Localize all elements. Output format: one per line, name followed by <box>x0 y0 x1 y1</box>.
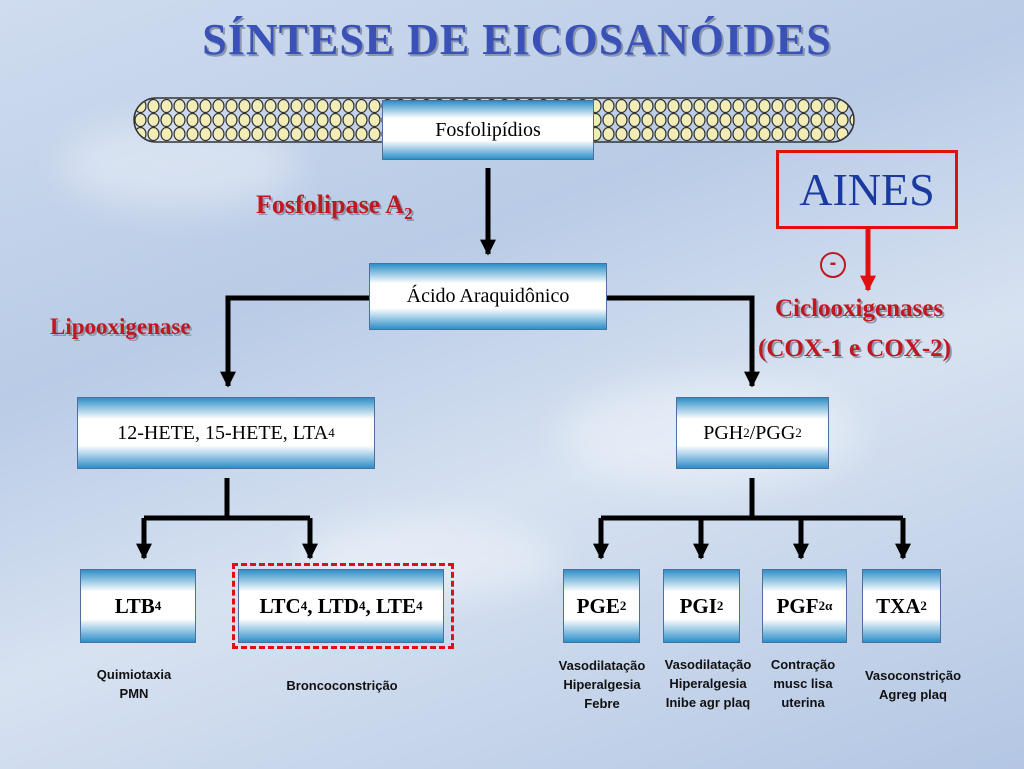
node-acido-label: Ácido Araquidônico <box>406 285 570 307</box>
node-fosfolipidios: Fosfolipídios <box>382 100 594 160</box>
effect-ltb4: Quimiotaxia PMN <box>74 665 194 703</box>
inhibitor-aines-box: AINES <box>776 150 958 229</box>
node-ltc4-subscript: 4 <box>300 598 308 613</box>
node-txa2-subscript: 2 <box>920 598 927 613</box>
node-ltb4-subscript: 4 <box>154 598 162 613</box>
node-pgg-subscript: 2 <box>795 425 802 440</box>
effect-line: Vasodilatação <box>558 658 646 673</box>
node-ltd4-subscript: 4 <box>358 598 366 613</box>
node-lte4-subscript: 4 <box>416 598 423 613</box>
node-pgi2-label: PGI <box>679 593 717 618</box>
arrow-lipooxigenase <box>219 295 370 388</box>
arrow-cox <box>607 295 761 388</box>
effect-pge2: Vasodilatação Hiperalgesia Febre <box>552 656 652 713</box>
effect-line: Agreg plaq <box>879 687 947 702</box>
enzyme-fosfolipase-label: Fosfolipase A <box>256 190 405 219</box>
enzyme-fosfolipase: Fosfolipase A2 <box>256 190 413 224</box>
node-ltd4-label: , LTD <box>307 593 359 618</box>
effect-line: Vasoconstrição <box>864 668 962 683</box>
node-pgh-label: PGH <box>703 421 744 444</box>
node-pge2-label: PGE <box>576 593 620 618</box>
effect-txa2: Vasoconstrição Agreg plaq <box>853 666 973 704</box>
node-pgi2-subscript: 2 <box>716 598 724 613</box>
effect-line: Hiperalgesia <box>669 676 747 691</box>
effect-line: Inibe agr plaq <box>665 695 751 710</box>
node-pgf2a-label: PGF <box>776 593 819 618</box>
node-hete-label: 12-HETE, 15-HETE, LTA <box>117 421 329 444</box>
inhibition-minus-icon: - <box>820 252 846 278</box>
effect-line: Vasodilatação <box>664 657 752 672</box>
node-hete-subscript: 4 <box>328 425 335 440</box>
node-acido-araquidonico: Ácido Araquidônico <box>369 263 607 330</box>
effect-pgf2a: Contração musc lisa uterina <box>759 655 847 712</box>
effect-line: Quimiotaxia <box>96 667 172 682</box>
effect-line: PMN <box>119 686 149 701</box>
inhibitor-aines-label: AINES <box>799 164 935 215</box>
node-pgf2a-subscript: 2α <box>818 598 833 613</box>
inhibition-minus-sign: - <box>829 252 837 274</box>
enzyme-ciclooxigenases: Ciclooxigenases <box>775 295 944 322</box>
effect-line: musc lisa <box>773 676 833 691</box>
enzyme-cox-isoforms: (COX-1 e COX-2) <box>758 335 952 362</box>
effect-line: Broncoconstrição <box>286 678 398 693</box>
effect-ltc: Broncoconstrição <box>262 676 422 695</box>
effect-pgi2: Vasodilatação Hiperalgesia Inibe agr pla… <box>658 655 758 712</box>
enzyme-fosfolipase-subscript: 2 <box>404 204 413 224</box>
page-title: SÍNTESE DE EICOSANÓIDES <box>202 15 832 64</box>
highlight-dashed-box <box>232 563 454 649</box>
node-pgg-label: /PGG <box>749 421 796 444</box>
node-ltc4-label: LTC <box>259 593 301 618</box>
effect-line: Febre <box>584 696 620 711</box>
node-pgh-subscript: 2 <box>743 425 750 440</box>
node-txa2-label: TXA <box>876 593 921 618</box>
node-ltb4-label: LTB <box>114 593 155 618</box>
effect-line: Contração <box>770 657 836 672</box>
effect-line: uterina <box>781 695 825 710</box>
node-fosfolipidios-label: Fosfolipídios <box>435 118 541 141</box>
enzyme-lipooxigenase: Lipooxigenase <box>50 314 191 339</box>
node-pge2-subscript: 2 <box>619 598 627 613</box>
node-lte4-label: , LTE <box>365 593 417 618</box>
effect-line: Hiperalgesia <box>563 677 641 692</box>
